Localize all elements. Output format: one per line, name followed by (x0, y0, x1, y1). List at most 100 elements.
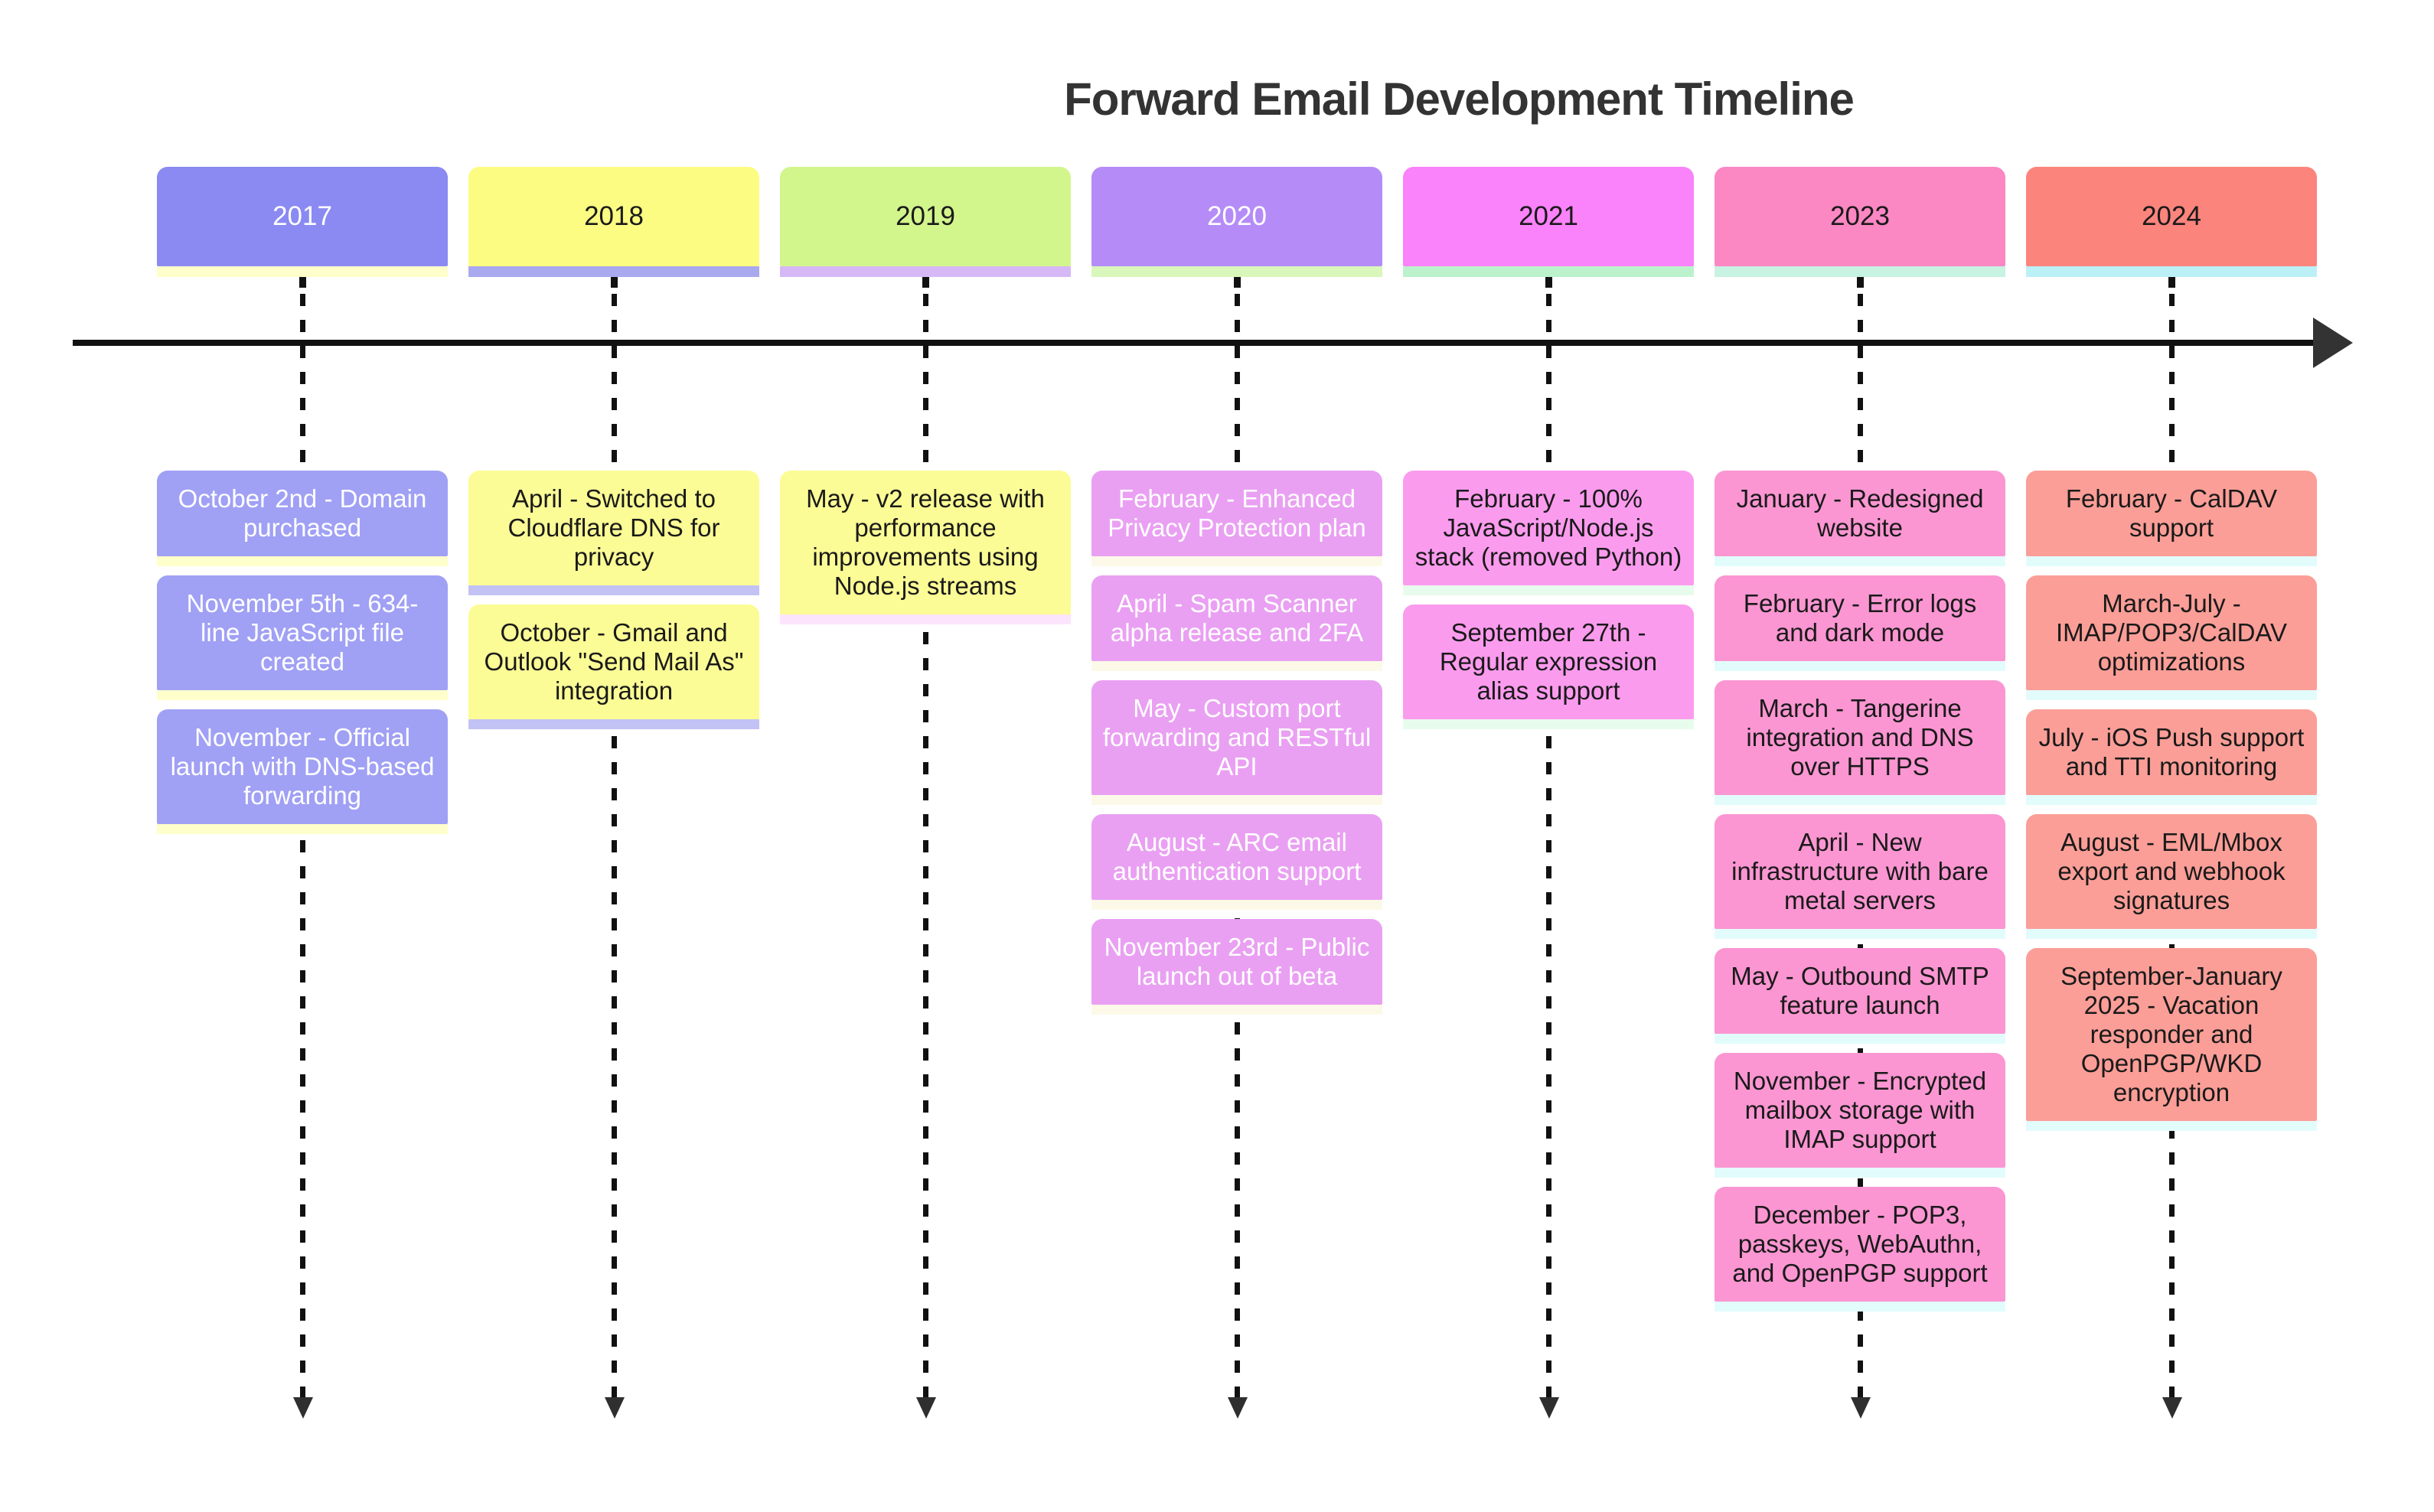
event-label: March-July - IMAP/POP3/CalDAV optimizati… (2056, 589, 2287, 676)
year-header: 2017 (157, 167, 448, 266)
year-header: 2019 (780, 167, 1071, 266)
year-header-shadow (1403, 266, 1694, 277)
year-header: 2021 (1403, 167, 1694, 266)
event-unit: December - POP3, passkeys, WebAuthn, and… (1715, 1187, 2005, 1312)
year-header: 2023 (1715, 167, 2005, 266)
axis-arrowhead-icon (2313, 318, 2353, 368)
event-unit: November 5th - 634-line JavaScript file … (157, 575, 448, 700)
event-label: November 5th - 634-line JavaScript file … (186, 589, 419, 676)
event-card-shadow (157, 690, 448, 700)
event-label: February - Error logs and dark mode (1743, 589, 1977, 647)
event-card-shadow (1715, 795, 2005, 805)
event-label: February - Enhanced Privacy Protection p… (1108, 484, 1366, 542)
event-unit: November 23rd - Public launch out of bet… (1091, 919, 1382, 1015)
event-card-shadow (1715, 661, 2005, 671)
event-card: November - Official launch with DNS-base… (157, 709, 448, 824)
event-card-shadow (1091, 1005, 1382, 1015)
event-list: May - v2 release with performance improv… (780, 471, 1071, 624)
event-card: November 23rd - Public launch out of bet… (1091, 919, 1382, 1005)
event-label: July - iOS Push support and TTI monitori… (2038, 723, 2305, 780)
event-unit: October 2nd - Domain purchased (157, 471, 448, 566)
year-header-shadow (2026, 266, 2317, 277)
event-card: May - v2 release with performance improv… (780, 471, 1071, 614)
event-unit: May - v2 release with performance improv… (780, 471, 1071, 624)
timeline-column: 2019 May - v2 release with performance i… (780, 167, 1071, 1468)
event-label: April - Spam Scanner alpha release and 2… (1110, 589, 1364, 647)
event-label: October - Gmail and Outlook "Send Mail A… (484, 618, 744, 705)
connector-arrowhead-icon (1228, 1397, 1248, 1419)
year-header-shadow (468, 266, 759, 277)
event-list: February - Enhanced Privacy Protection p… (1091, 471, 1382, 1015)
event-card: October - Gmail and Outlook "Send Mail A… (468, 604, 759, 719)
event-label: May - Custom port forwarding and RESTful… (1102, 694, 1372, 780)
timeline-column: 2020 February - Enhanced Privacy Protect… (1091, 167, 1382, 1468)
event-card-shadow (1715, 1302, 2005, 1312)
year-header: 2018 (468, 167, 759, 266)
connector-arrowhead-icon (293, 1397, 313, 1419)
event-label: September 27th - Regular expression alia… (1439, 618, 1658, 705)
event-label: February - 100% JavaScript/Node.js stack… (1414, 484, 1682, 571)
event-label: May - Outbound SMTP feature launch (1731, 962, 1989, 1019)
event-card-shadow (1403, 719, 1694, 729)
event-unit: April - Spam Scanner alpha release and 2… (1091, 575, 1382, 671)
event-card: February - Error logs and dark mode (1715, 575, 2005, 661)
event-card: October 2nd - Domain purchased (157, 471, 448, 556)
event-card-shadow (1715, 1034, 2005, 1044)
event-unit: February - Enhanced Privacy Protection p… (1091, 471, 1382, 566)
timeline-column: 2017 October 2nd - Domain purchased Nove… (157, 167, 448, 1468)
event-card-shadow (1403, 585, 1694, 595)
year-header-shadow (157, 266, 448, 277)
event-card-shadow (2026, 795, 2317, 805)
year-label: 2021 (1519, 201, 1578, 231)
event-label: February - CalDAV support (2065, 484, 2278, 542)
connector-arrowhead-icon (2162, 1397, 2182, 1419)
year-header: 2024 (2026, 167, 2317, 266)
page-title: Forward Email Development Timeline (1064, 73, 1855, 125)
event-label: November - Official launch with DNS-base… (170, 723, 435, 810)
event-card-shadow (780, 614, 1071, 624)
dashed-connector (923, 268, 928, 1399)
event-label: November 23rd - Public launch out of bet… (1104, 933, 1370, 990)
event-card: March-July - IMAP/POP3/CalDAV optimizati… (2026, 575, 2317, 690)
event-card: March - Tangerine integration and DNS ov… (1715, 680, 2005, 795)
event-card-shadow (1091, 795, 1382, 805)
event-unit: August - EML/Mbox export and webhook sig… (2026, 814, 2317, 939)
event-card: May - Custom port forwarding and RESTful… (1091, 680, 1382, 795)
event-card: May - Outbound SMTP feature launch (1715, 948, 2005, 1034)
year-label: 2017 (272, 201, 332, 231)
event-card-shadow (1715, 1168, 2005, 1178)
year-header-shadow (1091, 266, 1382, 277)
event-card: February - 100% JavaScript/Node.js stack… (1403, 471, 1694, 585)
event-unit: November - Official launch with DNS-base… (157, 709, 448, 834)
event-unit: September 27th - Regular expression alia… (1403, 604, 1694, 729)
event-label: October 2nd - Domain purchased (178, 484, 427, 542)
event-label: September-January 2025 - Vacation respon… (2060, 962, 2282, 1106)
year-header: 2020 (1091, 167, 1382, 266)
event-unit: April - Switched to Cloudflare DNS for p… (468, 471, 759, 595)
event-label: December - POP3, passkeys, WebAuthn, and… (1732, 1201, 1988, 1287)
event-unit: March-July - IMAP/POP3/CalDAV optimizati… (2026, 575, 2317, 700)
event-card: November - Encrypted mailbox storage wit… (1715, 1053, 2005, 1168)
event-list: October 2nd - Domain purchased November … (157, 471, 448, 834)
timeline-column: 2023 January - Redesigned website Februa… (1715, 167, 2005, 1468)
event-unit: March - Tangerine integration and DNS ov… (1715, 680, 2005, 805)
event-unit: April - New infrastructure with bare met… (1715, 814, 2005, 939)
event-card: September-January 2025 - Vacation respon… (2026, 948, 2317, 1121)
event-card: August - EML/Mbox export and webhook sig… (2026, 814, 2317, 929)
event-unit: May - Outbound SMTP feature launch (1715, 948, 2005, 1044)
timeline-column: 2024 February - CalDAV support March-Jul… (2026, 167, 2317, 1468)
event-list: April - Switched to Cloudflare DNS for p… (468, 471, 759, 729)
event-card: January - Redesigned website (1715, 471, 2005, 556)
dashed-connector (1546, 268, 1551, 1399)
event-card: August - ARC email authentication suppor… (1091, 814, 1382, 900)
event-label: March - Tangerine integration and DNS ov… (1746, 694, 1974, 780)
event-card-shadow (2026, 690, 2317, 700)
event-card-shadow (1091, 900, 1382, 910)
connector-arrowhead-icon (916, 1397, 936, 1419)
event-unit: January - Redesigned website (1715, 471, 2005, 566)
event-label: August - ARC email authentication suppor… (1112, 828, 1362, 885)
event-unit: September-January 2025 - Vacation respon… (2026, 948, 2317, 1131)
event-card: November 5th - 634-line JavaScript file … (157, 575, 448, 690)
event-card-shadow (157, 556, 448, 566)
event-card-shadow (468, 585, 759, 595)
